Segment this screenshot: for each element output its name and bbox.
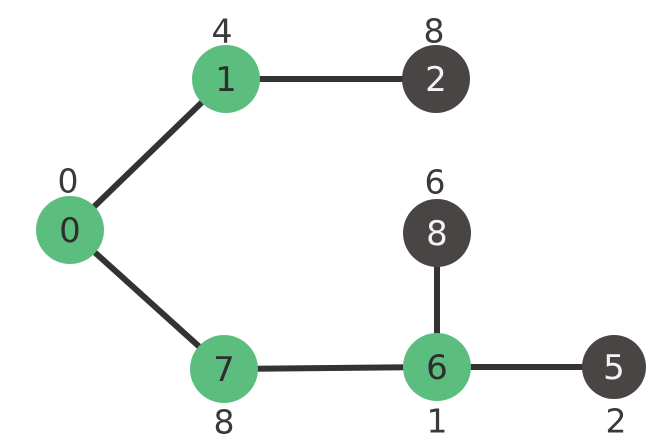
- graph-edge-0-7: [67, 227, 227, 372]
- node-label-0: 0: [59, 211, 81, 251]
- node-label-5: 5: [603, 348, 625, 388]
- node-label-7: 7: [213, 350, 235, 390]
- node-circle-1[interactable]: [192, 45, 260, 113]
- node-circle-2[interactable]: [402, 45, 470, 113]
- node-circle-7[interactable]: [190, 335, 258, 403]
- graph-node-5[interactable]: 5: [582, 335, 646, 399]
- nodes-layer: 0 1 2 8 7 6 5: [36, 45, 646, 403]
- external-labels-layer: 0 4 8 6 8 1 2: [58, 12, 627, 442]
- node-external-label-8: 6: [425, 163, 446, 202]
- node-circle-8[interactable]: [403, 199, 471, 267]
- node-label-8: 8: [426, 214, 448, 254]
- graph-node-6[interactable]: 6: [403, 333, 471, 401]
- graph-edge-0-1: [67, 76, 229, 233]
- node-label-1: 1: [215, 60, 237, 100]
- graph-node-7[interactable]: 7: [190, 335, 258, 403]
- node-external-label-7: 8: [214, 403, 235, 442]
- graph-node-0[interactable]: 0: [36, 196, 104, 264]
- graph-edge-7-6: [223, 364, 438, 372]
- edges-layer: [67, 76, 614, 372]
- node-circle-0[interactable]: [36, 196, 104, 264]
- graph-node-1[interactable]: 1: [192, 45, 260, 113]
- node-external-label-1: 4: [212, 12, 233, 51]
- graph-node-8[interactable]: 8: [403, 199, 471, 267]
- graph-node-2[interactable]: 2: [402, 45, 470, 113]
- node-external-label-5: 2: [606, 402, 627, 441]
- node-external-label-2: 8: [424, 12, 445, 51]
- node-label-2: 2: [425, 60, 447, 100]
- node-label-6: 6: [426, 348, 448, 388]
- node-circle-6[interactable]: [403, 333, 471, 401]
- node-circle-5[interactable]: [582, 335, 646, 399]
- node-external-label-0: 0: [58, 162, 79, 201]
- node-external-label-6: 1: [427, 402, 448, 441]
